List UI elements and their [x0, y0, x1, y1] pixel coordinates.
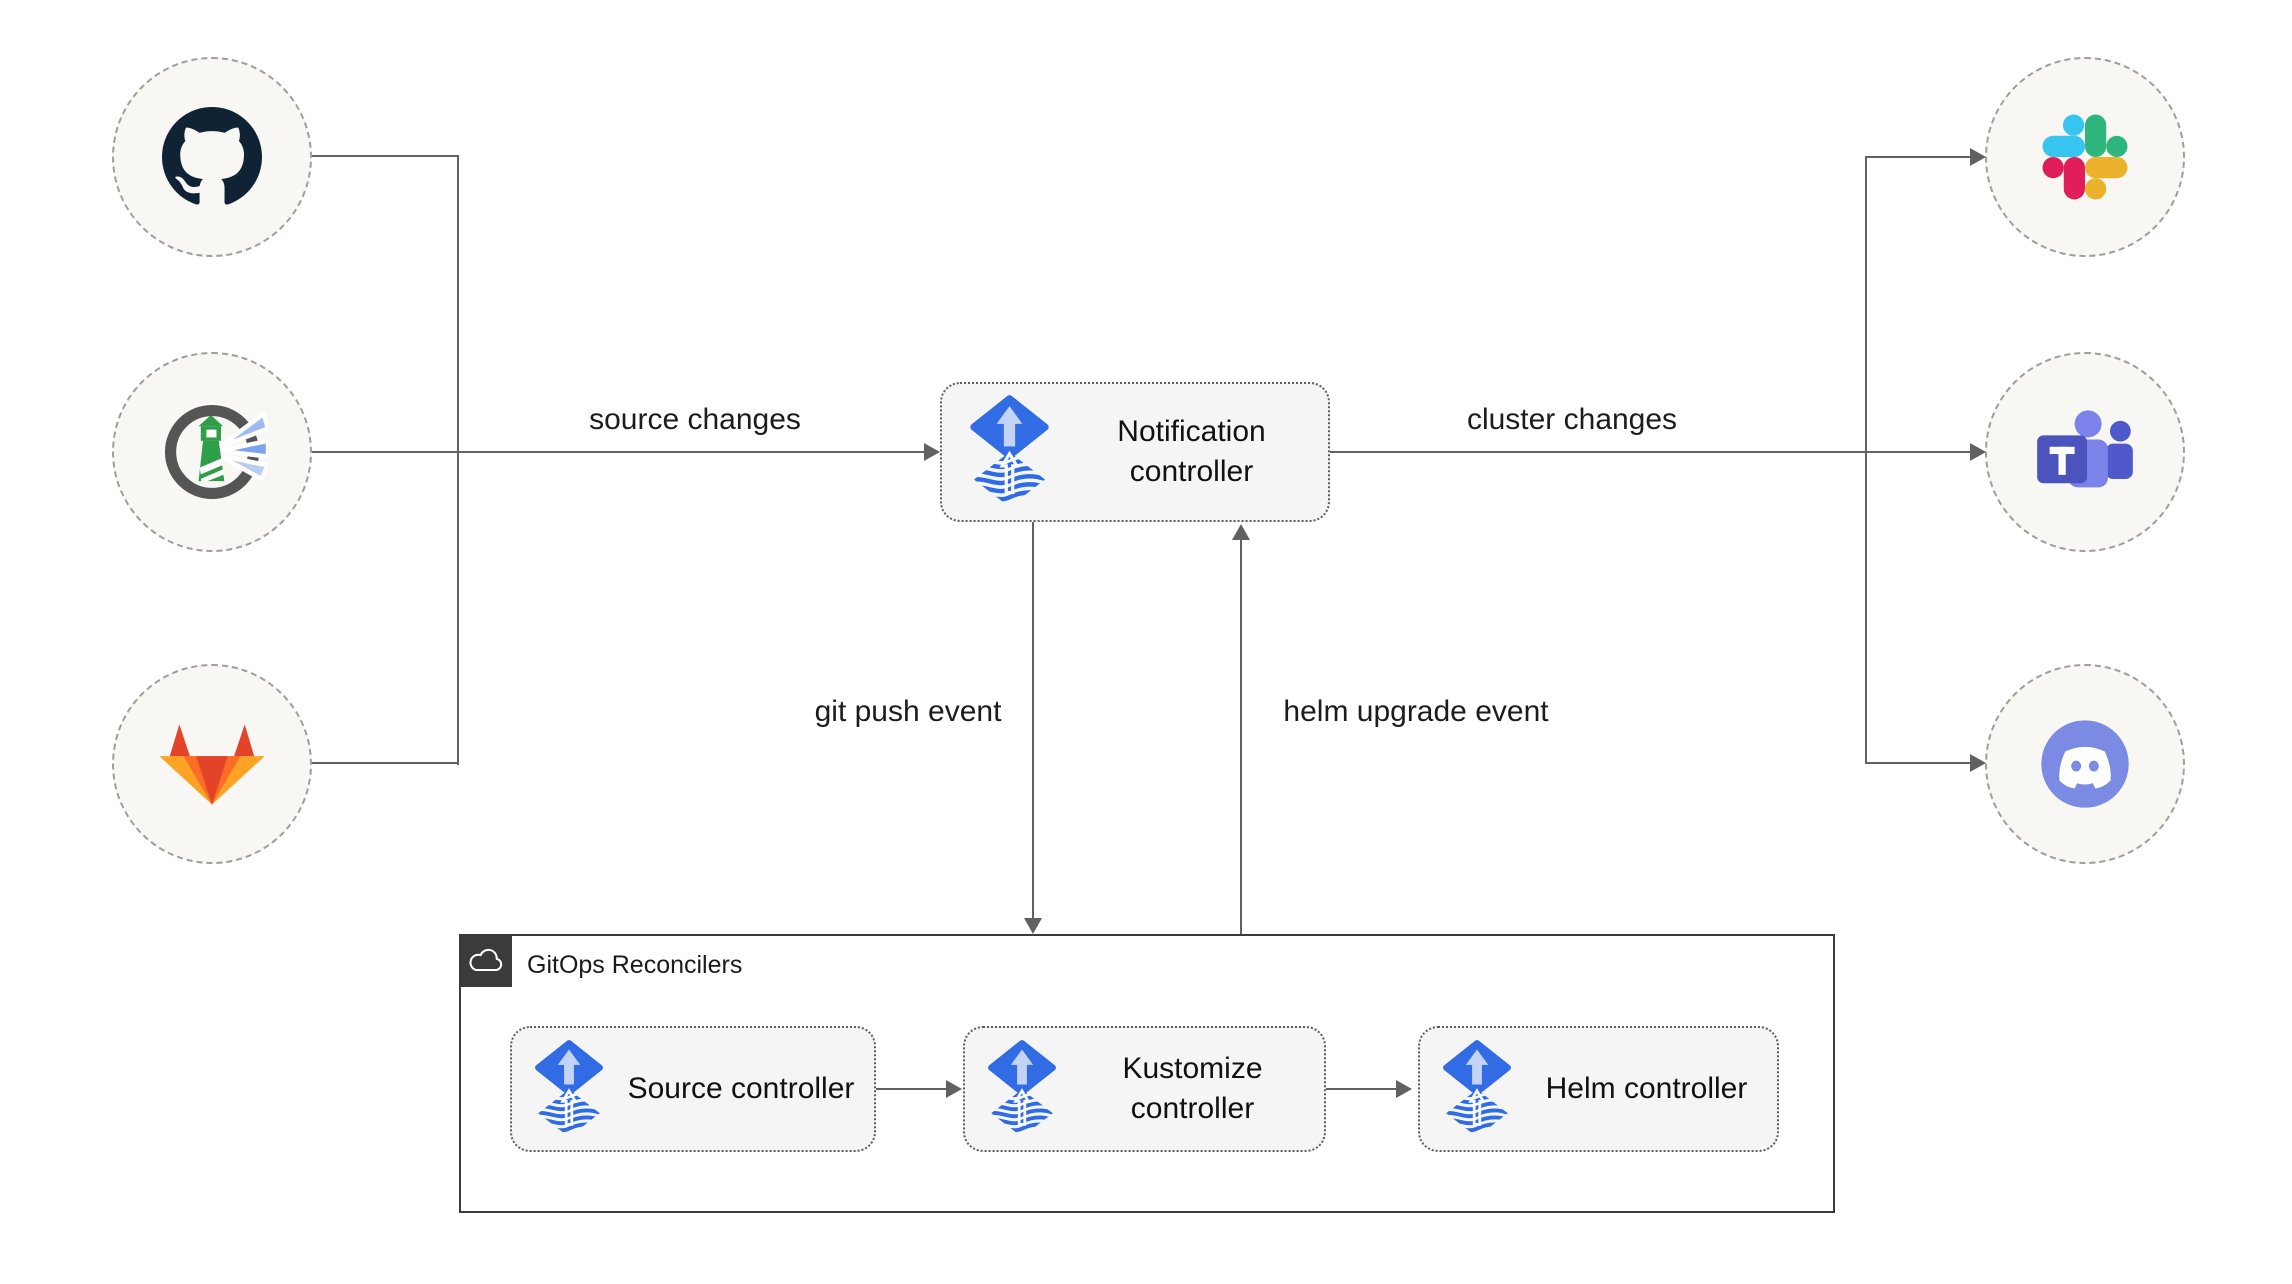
node-label: Helm controller — [1545, 1072, 1748, 1105]
group-gitops-reconcilers: GitOps Reconcilers Source controller Kus… — [459, 934, 1835, 1213]
gitlab-icon — [159, 723, 265, 805]
source-node-harbor — [112, 352, 312, 552]
flux-icon — [534, 1039, 604, 1137]
edge-to-discord-arrowhead — [1970, 754, 1986, 772]
source-node-github — [112, 57, 312, 257]
node-helm-controller: Helm controller — [1418, 1026, 1779, 1152]
edge-github-stub — [312, 155, 459, 157]
edge-to-slack-line — [1865, 156, 1970, 158]
slack-icon — [2042, 114, 2128, 200]
edge-to-teams-arrowhead — [1970, 443, 1986, 461]
teams-icon — [2037, 410, 2133, 488]
edge-source-changes-arrowhead — [924, 443, 940, 461]
edge-to-discord-line — [1865, 762, 1970, 764]
flux-icon — [1442, 1039, 1512, 1137]
node-kustomize-controller: Kustomize controller — [963, 1026, 1326, 1152]
source-node-gitlab — [112, 664, 312, 864]
edge-left-bus — [457, 155, 459, 765]
edge-git-push-line — [1032, 522, 1034, 920]
cloud-icon — [469, 948, 502, 972]
node-notification-controller: Notification controller — [940, 382, 1330, 522]
node-label: Source controller — [627, 1072, 855, 1105]
harbor-icon — [164, 404, 268, 500]
edge-to-teams-line — [1865, 451, 1970, 453]
target-node-slack — [1985, 57, 2185, 257]
edge-kustomize-to-helm-arrowhead — [1396, 1080, 1412, 1098]
edge-to-slack-arrowhead — [1970, 148, 1986, 166]
edge-label-git-push: git push event — [814, 695, 1002, 728]
edge-source-to-kustomize-line — [876, 1088, 946, 1090]
node-label: Kustomize controller — [1122, 1052, 1263, 1125]
flux-icon — [969, 394, 1050, 507]
node-label: Notification controller — [1117, 415, 1266, 488]
edge-helm-upgrade-arrowhead — [1232, 524, 1250, 540]
target-node-discord — [1985, 664, 2185, 864]
edge-kustomize-to-helm-line — [1326, 1088, 1396, 1090]
github-icon — [162, 107, 262, 205]
target-node-teams — [1985, 352, 2185, 552]
edge-label-cluster-changes: cluster changes — [1466, 403, 1678, 436]
edge-right-bus — [1865, 156, 1867, 764]
group-title: GitOps Reconcilers — [527, 951, 743, 979]
edge-source-to-kustomize-arrowhead — [946, 1080, 962, 1098]
edge-cluster-changes-line — [1330, 451, 1866, 453]
edge-helm-upgrade-line — [1240, 540, 1242, 934]
flux-icon — [987, 1039, 1057, 1137]
edge-git-push-arrowhead — [1024, 918, 1042, 934]
discord-icon — [2041, 720, 2129, 808]
edge-label-helm-upgrade: helm upgrade event — [1283, 695, 1549, 728]
group-badge — [459, 934, 512, 987]
edge-source-changes-line — [312, 451, 924, 453]
edge-gitlab-stub — [312, 762, 459, 764]
node-source-controller: Source controller — [510, 1026, 876, 1152]
edge-label-source-changes: source changes — [589, 403, 801, 436]
